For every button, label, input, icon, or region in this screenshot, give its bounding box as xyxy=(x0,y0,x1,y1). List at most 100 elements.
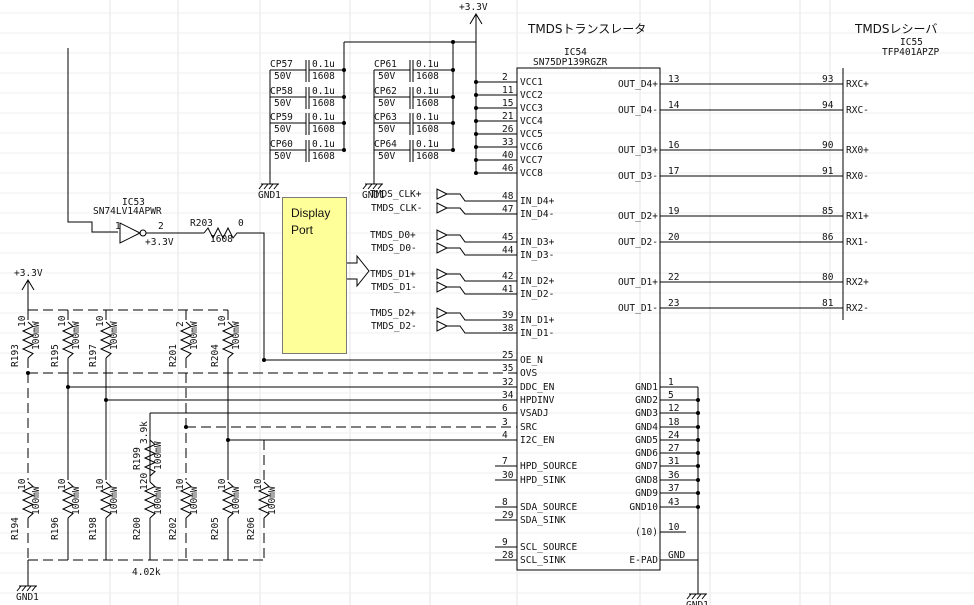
ground-label: GND1 xyxy=(362,190,385,201)
pin-number: 28 xyxy=(502,550,514,561)
pin-number: 11 xyxy=(502,85,514,96)
ic54-pin-28: 28 SCL_SINK xyxy=(495,550,566,566)
pin-number: 33 xyxy=(502,137,513,148)
pin-number: 46 xyxy=(502,163,514,174)
pin-number: 38 xyxy=(502,323,514,334)
ground-label: GND1 xyxy=(258,190,281,201)
pin-number: 8 xyxy=(502,497,508,508)
ground-symbol: GND1 xyxy=(686,586,709,605)
pin-number: 21 xyxy=(502,111,514,122)
pin-number: 2 xyxy=(502,72,508,83)
resistor-ref: R198 xyxy=(88,517,99,540)
ground-symbol: GND1 xyxy=(258,176,281,201)
pin-number: 25 xyxy=(502,350,513,361)
resistor-ref: R197 xyxy=(88,344,99,367)
capacitor-voltage: 50V xyxy=(378,151,395,162)
pin-name: SCL_SINK xyxy=(520,555,566,566)
ic54-pin-47: 47 IN_D4- xyxy=(502,204,554,220)
pin-number: 80 xyxy=(822,272,834,283)
pin-name: IN_D4- xyxy=(520,209,554,220)
pin-name: HPD_SOURCE xyxy=(520,461,577,472)
pin-number: 93 xyxy=(822,74,833,85)
resistor-value: 10 xyxy=(95,315,106,327)
pin-number: 45 xyxy=(502,232,513,243)
pin-name: VCC3 xyxy=(520,103,543,114)
pin-name: SRC xyxy=(520,422,537,433)
pin-name: OUT_D3+ xyxy=(618,145,658,156)
input-port-label: TMDS_D1+ xyxy=(370,269,416,280)
resistor-value: 10 xyxy=(17,315,28,327)
resistor-value: 10 xyxy=(17,478,28,490)
pin-name: I2C_EN xyxy=(520,435,555,446)
pin-number: 5 xyxy=(668,390,674,401)
pin-name: IN_D3+ xyxy=(520,237,555,248)
pin-number: 20 xyxy=(668,232,680,243)
pin-name: RX1- xyxy=(846,237,869,248)
pin-number: 43 xyxy=(668,497,679,508)
input-port-label: TMDS_CLK- xyxy=(371,203,422,214)
capacitor-size: 1608 xyxy=(312,124,335,135)
capacitor-ref: CP61 xyxy=(374,59,397,70)
capacitor-voltage: 50V xyxy=(274,151,291,162)
resistor-power: 100mW xyxy=(31,486,42,515)
capacitor-ref: CP58 xyxy=(270,86,293,97)
pin-number: 31 xyxy=(668,456,680,467)
pin-number: 22 xyxy=(668,272,679,283)
power-left: +3.3V xyxy=(14,268,43,310)
ic54-ref: IC54 xyxy=(564,47,587,58)
input-port-label: TMDS_D2+ xyxy=(370,308,416,319)
capacitor-value: 0.1u xyxy=(312,112,335,123)
capacitor-size: 1608 xyxy=(416,124,439,135)
pin-number: 13 xyxy=(668,74,679,85)
pin-number: 47 xyxy=(502,204,513,215)
capacitor-size: 1608 xyxy=(416,71,439,82)
decoupling-capacitors: CP5750V0.1u1608CP5850V0.1u1608CP5950V0.1… xyxy=(269,59,455,176)
input-port-label: TMDS_D0- xyxy=(371,243,417,254)
r200-alt-value: 4.02k xyxy=(132,567,161,578)
pin-number: 30 xyxy=(502,470,514,481)
resistor-ref: R204 xyxy=(210,344,221,367)
pin-number: 1 xyxy=(668,377,674,388)
pin-name: OUT_D4- xyxy=(618,105,658,116)
pin-name: SDA_SINK xyxy=(520,515,566,526)
capacitor-value: 0.1u xyxy=(416,112,439,123)
pin-name: HPDINV xyxy=(520,395,555,406)
pin-name: SCL_SOURCE xyxy=(520,542,577,553)
ground-label: GND1 xyxy=(686,600,709,605)
capacitor-value: 0.1u xyxy=(416,59,439,70)
capacitor-ref: CP63 xyxy=(374,112,397,123)
capacitor-value: 0.1u xyxy=(312,139,335,150)
ic54-pin-45: 45 IN_D3+ xyxy=(502,232,555,248)
resistor-power: 100mW xyxy=(231,486,242,515)
ground-symbol: GND1 xyxy=(16,578,39,603)
pin-name: RX2- xyxy=(846,303,869,314)
resistor-ref: R196 xyxy=(50,517,61,540)
pin-name: GND9 xyxy=(635,488,658,499)
capacitor-size: 1608 xyxy=(416,98,439,109)
pin-name: GND6 xyxy=(635,448,658,459)
